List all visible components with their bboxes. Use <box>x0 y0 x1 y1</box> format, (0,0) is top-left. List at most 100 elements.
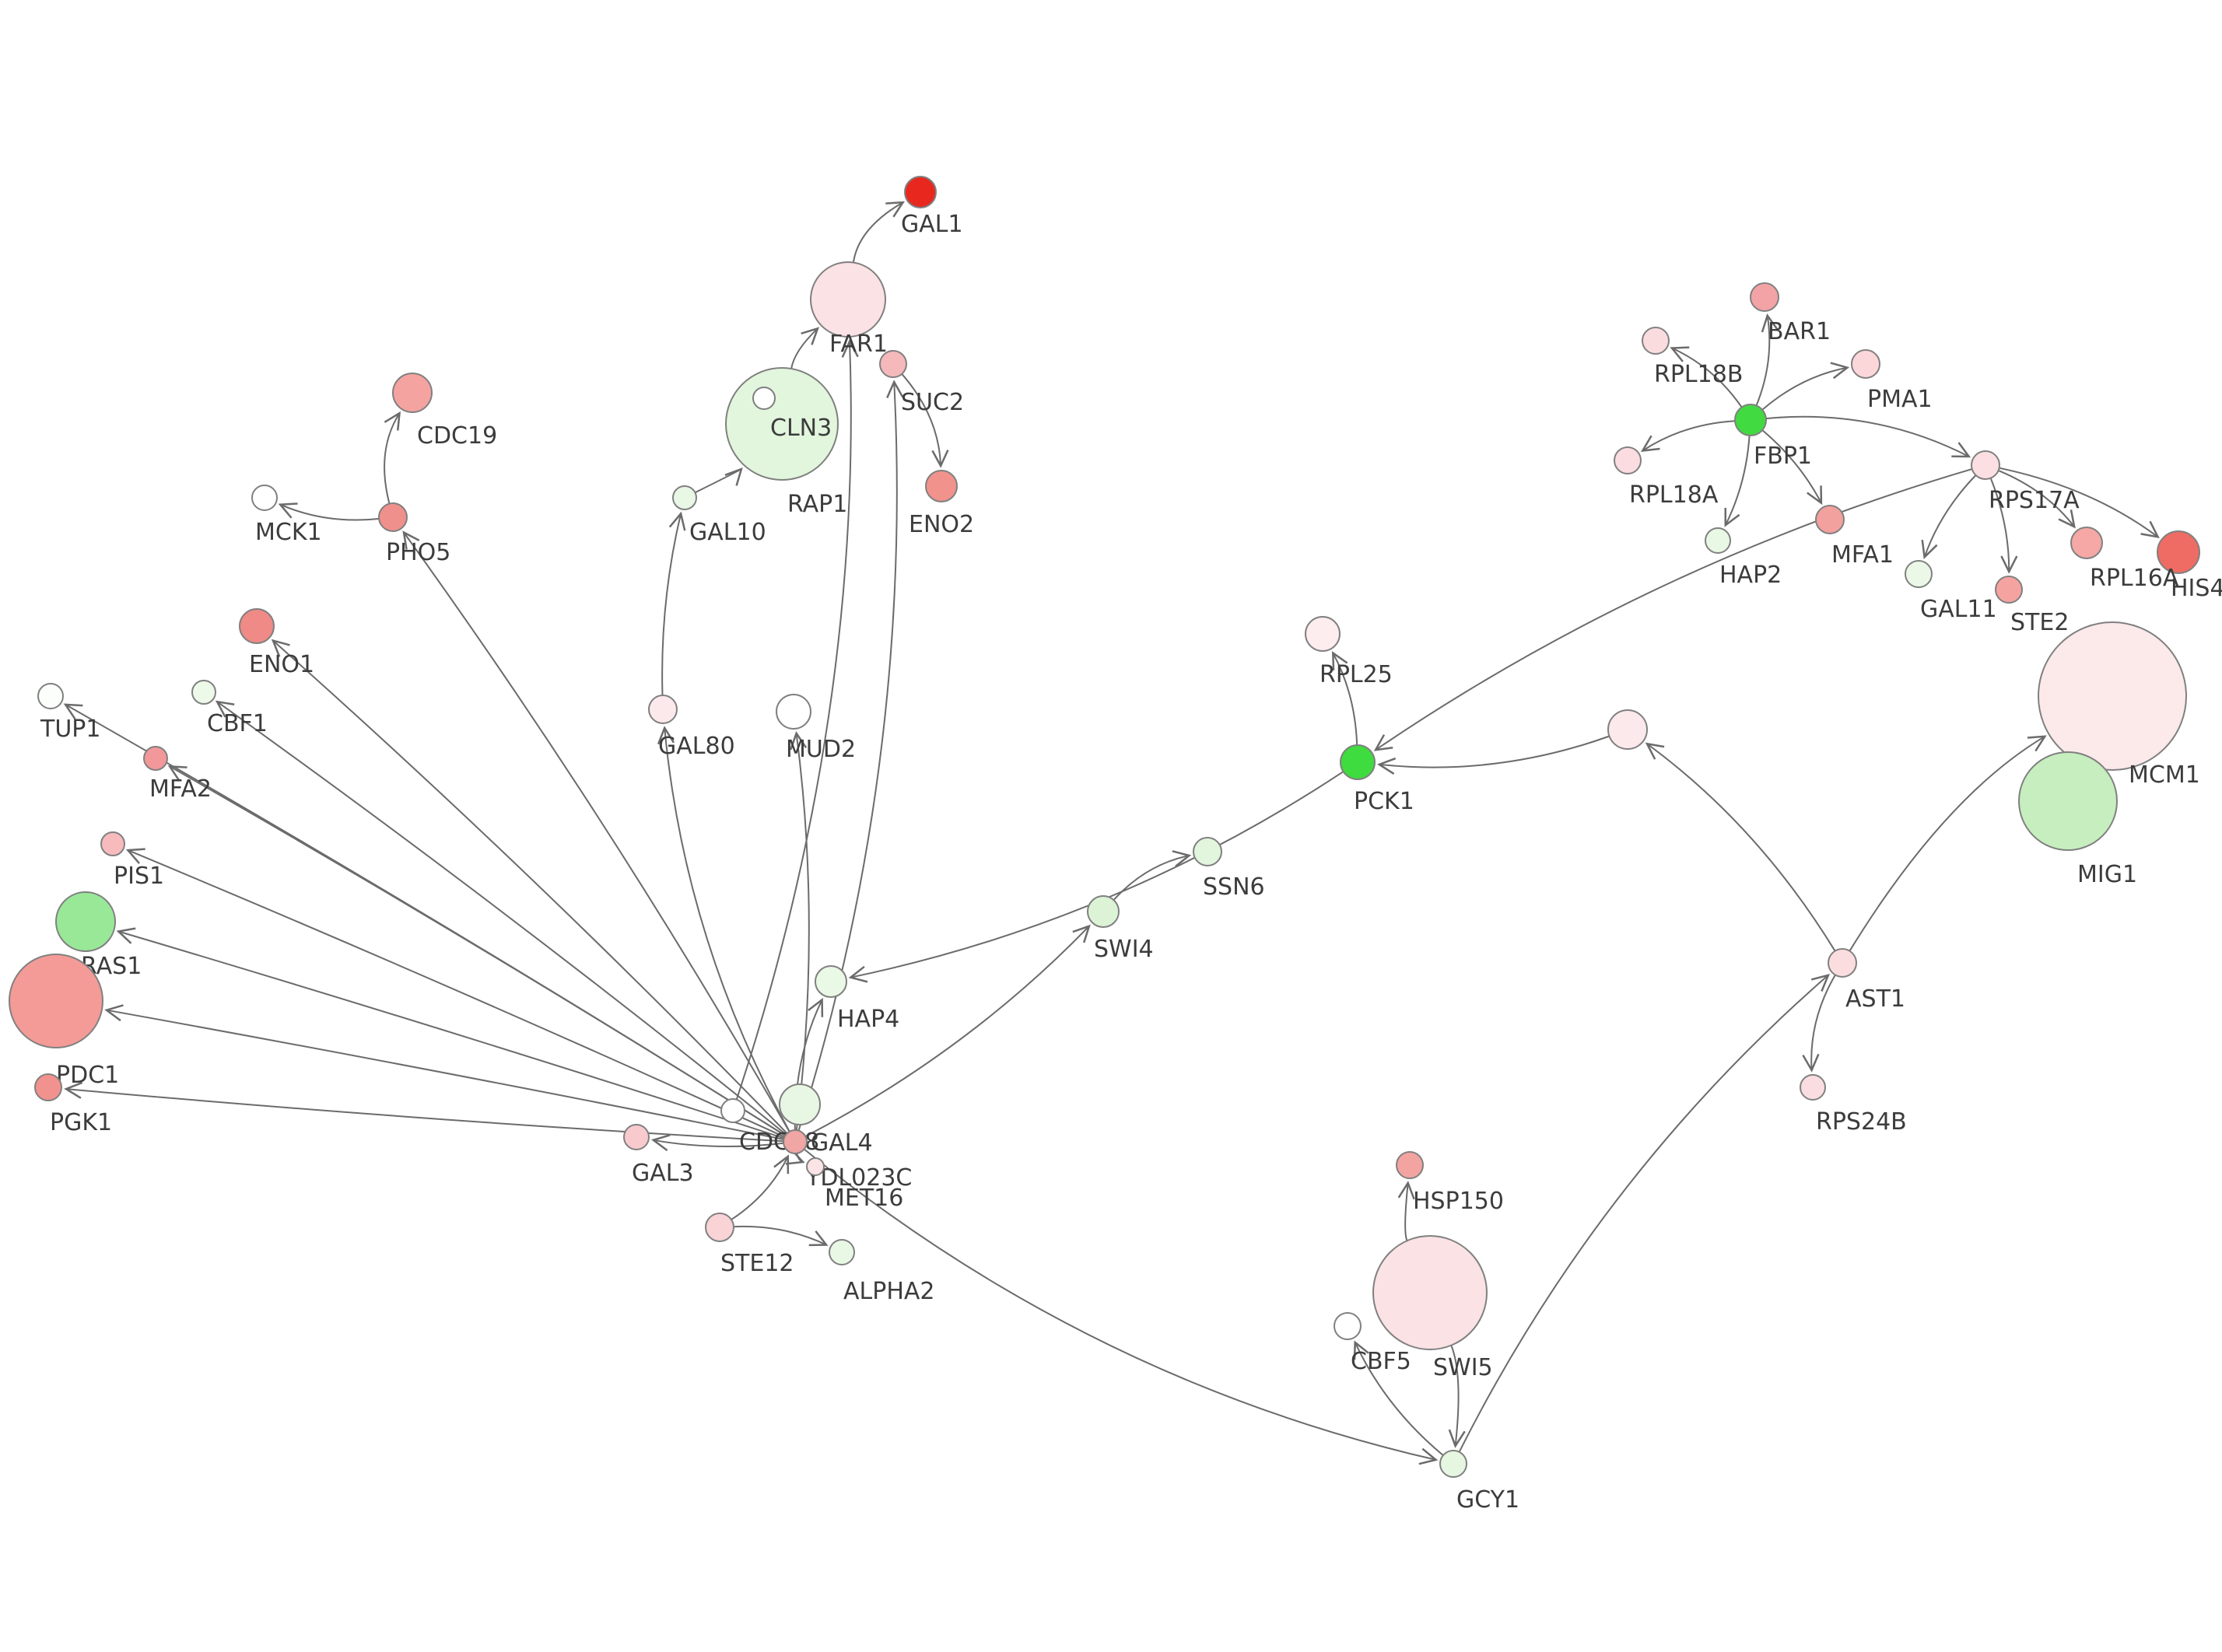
node-alpha2[interactable] <box>829 1239 855 1265</box>
node-ydl023c[interactable] <box>779 1083 821 1125</box>
node-rps24b[interactable] <box>1800 1074 1826 1101</box>
edge-pho5-mck1[interactable] <box>278 502 380 521</box>
node-fbp1[interactable] <box>1734 404 1767 436</box>
node-cbf5[interactable] <box>1334 1312 1362 1340</box>
edge-gal4-eno1[interactable] <box>271 639 788 1134</box>
edge-gal4-gal80[interactable] <box>657 726 790 1132</box>
edge-gal4-ras1[interactable] <box>116 927 785 1139</box>
node-label-hap4: HAP4 <box>837 1006 899 1033</box>
node-ras1[interactable] <box>55 891 116 952</box>
node-ste12[interactable] <box>705 1213 734 1242</box>
node-hap4[interactable] <box>815 965 847 998</box>
edge-gal4-pdc1[interactable] <box>104 1004 784 1140</box>
node-rps17a[interactable] <box>1971 450 2000 480</box>
edge-gal10-rap1[interactable] <box>694 467 743 494</box>
node-cdc28[interactable] <box>720 1098 745 1123</box>
edge-fbp1-rpl18b[interactable] <box>1670 346 1743 408</box>
node-far1[interactable] <box>810 261 886 338</box>
node-mud2[interactable] <box>776 694 811 730</box>
edge-swi5-hsp150[interactable] <box>1397 1181 1415 1241</box>
edge-rps17a-rpl16a[interactable] <box>1998 469 2076 529</box>
node-eno2[interactable] <box>925 470 958 502</box>
edge-ast1-rps24b[interactable] <box>1802 974 1836 1073</box>
node-swi4[interactable] <box>1087 895 1120 928</box>
edge-gal4-pis1[interactable] <box>125 848 785 1138</box>
edge-ast1-mcm1[interactable] <box>1849 735 2047 952</box>
node-bar1[interactable] <box>1750 282 1779 312</box>
node-unlabeled[interactable] <box>1607 709 1648 750</box>
node-label-cln3: CLN3 <box>770 415 832 442</box>
edge-gal4-mud2[interactable] <box>790 731 810 1131</box>
node-mcm1[interactable] <box>2038 621 2187 771</box>
edge-gal4-mfa2[interactable] <box>167 765 786 1136</box>
edge-gal4-suc2[interactable] <box>797 380 904 1131</box>
edge-unlabeled1-pck1[interactable] <box>1377 735 1610 775</box>
node-mfa2[interactable] <box>143 746 168 771</box>
node-pho5[interactable] <box>378 502 408 532</box>
node-cbf1[interactable] <box>191 680 216 705</box>
node-pma1[interactable] <box>1851 349 1880 379</box>
node-suc2[interactable] <box>879 350 907 378</box>
edge-gal4-cbf1[interactable] <box>215 700 787 1136</box>
node-rpl18b[interactable] <box>1642 327 1670 355</box>
edge-fbp1-rps17a[interactable] <box>1765 415 1971 458</box>
edge-swi5-gcy1[interactable] <box>1448 1345 1466 1448</box>
edge-gal4-gal3[interactable] <box>650 1134 784 1152</box>
node-tup1[interactable] <box>37 683 64 709</box>
node-gal1[interactable] <box>904 176 937 208</box>
node-mck1[interactable] <box>251 485 278 511</box>
edge-fbp1-bar1[interactable] <box>1755 313 1779 406</box>
node-pgk1[interactable] <box>34 1073 62 1101</box>
edge-gcy1-cbf5[interactable] <box>1353 1340 1444 1456</box>
edge-cdc28-far1[interactable] <box>735 339 859 1101</box>
node-cdc19[interactable] <box>392 373 433 413</box>
node-pis1[interactable] <box>100 831 125 856</box>
node-rpl16a[interactable] <box>2070 527 2103 559</box>
node-ssn6[interactable] <box>1193 837 1222 866</box>
node-rpl18a[interactable] <box>1614 446 1642 474</box>
node-pdc1[interactable] <box>9 954 103 1048</box>
node-gal3[interactable] <box>623 1124 650 1150</box>
node-gal4[interactable] <box>783 1129 808 1154</box>
edge-gal4-met16[interactable] <box>785 1148 805 1165</box>
edge-pck1-rpl25[interactable] <box>1331 651 1358 746</box>
node-swi5[interactable] <box>1372 1235 1488 1350</box>
node-pck1[interactable] <box>1340 744 1376 780</box>
node-gal80[interactable] <box>648 695 678 724</box>
node-eno1[interactable] <box>239 608 275 644</box>
edge-far1-gal1[interactable] <box>852 201 906 263</box>
edge-gal80-gal10[interactable] <box>661 511 686 696</box>
edge-fbp1-pma1[interactable] <box>1761 362 1850 411</box>
edge-fbp1-hap2[interactable] <box>1724 435 1751 527</box>
node-gal11[interactable] <box>1905 560 1933 588</box>
edge-ste12-alpha2[interactable] <box>733 1225 829 1247</box>
node-hap2[interactable] <box>1705 527 1731 554</box>
node-mig1[interactable] <box>2018 751 2118 851</box>
edge-gal4-gcy1[interactable] <box>803 1148 1439 1465</box>
node-mfa1[interactable] <box>1815 505 1845 534</box>
edge-rap1-far1[interactable] <box>790 327 820 369</box>
edge-suc2-eno2[interactable] <box>901 373 949 468</box>
edge-rps17a-gal11[interactable] <box>1921 474 1977 559</box>
node-met16[interactable] <box>806 1157 825 1176</box>
node-his4[interactable] <box>2157 530 2200 574</box>
edge-rps17a-ste2[interactable] <box>1989 478 2018 574</box>
edge-pho5-cdc19[interactable] <box>384 411 401 504</box>
node-gcy1[interactable] <box>1439 1450 1467 1478</box>
edge-ast1-unlabeled1[interactable] <box>1645 742 1836 952</box>
edge-rps17a-pck1[interactable] <box>1373 468 1972 751</box>
node-ast1[interactable] <box>1828 948 1857 978</box>
edge-gal4-swi4[interactable] <box>804 924 1091 1137</box>
edge-gcy1-ast1[interactable] <box>1458 973 1831 1453</box>
node-cln3[interactable] <box>752 387 776 410</box>
node-ste2[interactable] <box>1995 576 2023 604</box>
edge-gal4-pho5[interactable] <box>402 530 790 1132</box>
edge-fbp1-rpl18a[interactable] <box>1640 420 1736 453</box>
node-rpl25[interactable] <box>1305 616 1341 652</box>
edge-gal4-pgk1[interactable] <box>64 1081 784 1143</box>
edge-fbp1-mfa1[interactable] <box>1761 429 1823 506</box>
edge-rps17a-his4[interactable] <box>1999 467 2160 538</box>
edge-ste12-gal4[interactable] <box>731 1154 790 1220</box>
node-hsp150[interactable] <box>1396 1151 1424 1179</box>
node-gal10[interactable] <box>672 485 697 510</box>
